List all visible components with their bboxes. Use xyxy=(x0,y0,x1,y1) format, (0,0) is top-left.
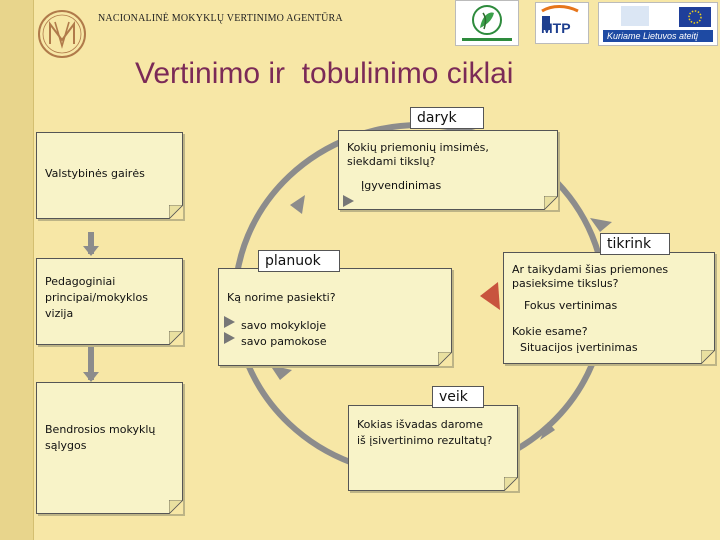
tab-veik: veik xyxy=(432,386,484,408)
note-text-line: sąlygos xyxy=(45,439,86,453)
tab-planuok: planuok xyxy=(258,250,340,272)
daryk-question-line: siekdami tikslų? xyxy=(347,155,435,169)
planuok-sub-line: savo mokykloje xyxy=(241,319,326,333)
note-text-line: Bendrosios mokyklų xyxy=(45,423,155,437)
planuok-sub-line: savo pamokose xyxy=(241,335,327,349)
note-school-conditions: Bendrosios mokyklų sąlygos xyxy=(36,382,183,514)
note-text-line: vizija xyxy=(45,307,73,321)
bullet-arrow-icon xyxy=(343,195,354,207)
bullet-arrow-icon xyxy=(224,316,235,328)
fold-corner-icon xyxy=(169,500,183,514)
cycle-arrow-icon xyxy=(290,195,305,214)
fold-corner-icon xyxy=(169,205,183,219)
veik-question-line: iš įsivertinimo rezultatų? xyxy=(357,434,492,448)
daryk-question-line: Kokių priemonių imsimės, xyxy=(347,141,489,155)
veik-question-line: Kokias išvadas darome xyxy=(357,418,483,432)
bullet-arrow-icon xyxy=(224,332,235,344)
tikrink-question2: Kokie esame? xyxy=(512,325,588,339)
note-tikrink: Ar taikydami šias priemones pasieksime t… xyxy=(503,252,715,364)
cycle-arrow-icon xyxy=(270,365,292,380)
note-text: Valstybinės gairės xyxy=(45,167,145,181)
fold-corner-icon xyxy=(169,331,183,345)
daryk-sub: Įgyvendinimas xyxy=(361,179,441,193)
down-arrow-icon xyxy=(83,246,99,256)
red-pointer-icon xyxy=(480,282,500,310)
down-arrow-icon xyxy=(83,372,99,382)
tab-tikrink: tikrink xyxy=(600,233,670,255)
note-veik: Kokias išvadas darome iš įsivertinimo re… xyxy=(348,405,518,491)
tikrink-sub: Fokus vertinimas xyxy=(524,299,617,313)
note-text-line: Pedagoginiai xyxy=(45,275,115,289)
tikrink-question-line: Ar taikydami šias priemones xyxy=(512,263,668,277)
cycle-arrow-icon xyxy=(590,218,612,232)
note-text-line: principai/mokyklos xyxy=(45,291,148,305)
fold-corner-icon xyxy=(701,350,715,364)
fold-corner-icon xyxy=(544,196,558,210)
fold-corner-icon xyxy=(504,477,518,491)
tikrink-question-line: pasieksime tikslus? xyxy=(512,277,618,291)
tikrink-sub2: Situacijos įvertinimas xyxy=(520,341,638,355)
tab-daryk: daryk xyxy=(410,107,484,129)
note-national-guidelines: Valstybinės gairės xyxy=(36,132,183,219)
note-pedagogical-principles: Pedagoginiai principai/mokyklos vizija xyxy=(36,258,183,345)
planuok-question: Ką norime pasiekti? xyxy=(227,291,336,305)
note-daryk: Kokių priemonių imsimės, siekdami tikslų… xyxy=(338,130,558,210)
note-planuok: Ką norime pasiekti? savo mokykloje savo … xyxy=(218,268,452,366)
fold-corner-icon xyxy=(438,352,452,366)
